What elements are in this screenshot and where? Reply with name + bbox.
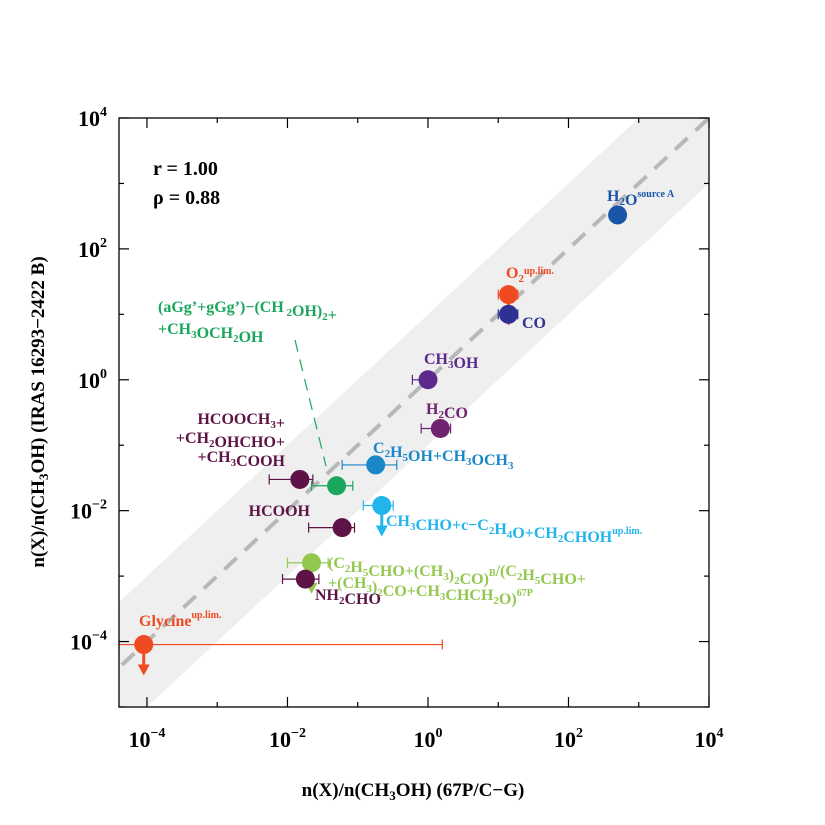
stat-r: r = 1.00: [153, 158, 218, 180]
marker: [327, 476, 347, 496]
y-tick-label: 10−2: [70, 498, 107, 524]
upper-limit-arrowhead: [375, 525, 388, 537]
marker: [366, 455, 386, 475]
marker: [295, 569, 315, 589]
point-label-glycine: Glycineup.lim.: [139, 610, 222, 630]
point-label-propanal: (C2H5CHO+(CH3)2CO)B/(C2H5CHO+: [328, 555, 586, 588]
data-point-ch3cho: [362, 495, 394, 537]
data-point-h2o: [608, 205, 628, 225]
point-label-c2h5oh: C2H5OH+CH3OCH3: [373, 440, 514, 472]
x-tick-label: 102: [554, 726, 583, 752]
marker: [332, 518, 352, 538]
y-axis-title: n(X)/n(CH3OH) (IRAS 16293−2422 B): [28, 256, 51, 567]
one-to-one-line: [119, 118, 709, 671]
x-tick-label: 100: [413, 726, 442, 752]
y-tick-label: 102: [78, 236, 107, 262]
point-label-ch3oh: CH3OH: [424, 351, 479, 372]
point-label-hcooch3: +CH3COOH: [197, 449, 285, 470]
plot-frame: [118, 117, 710, 708]
point-label-hcooh: HCOOH: [249, 503, 311, 520]
point-label-ch3cho: CH3CHO+c−C2H4O+CH2CHOHup.lim.: [386, 513, 643, 546]
data-point-ch3oh: [411, 370, 438, 390]
x-axis-title: n(X)/n(CH3OH) (67P/C−G): [302, 780, 525, 803]
marker: [134, 635, 154, 655]
data-point-glycine: [118, 635, 443, 676]
y-tick-label: 104: [78, 105, 107, 131]
point-label-hcooch3: +CH2OHCHO+: [176, 430, 285, 451]
y-tick-label: 10−4: [70, 629, 107, 655]
point-label-glycol: (aGg’+gGg’)−(CH 2OH)2+: [158, 299, 337, 324]
point-label-co: CO: [522, 315, 546, 332]
point-label-o2: O2up.lim.: [506, 265, 554, 285]
data-point-nh2cho: [281, 569, 320, 589]
marker: [302, 553, 322, 573]
marker: [372, 495, 392, 515]
marker: [418, 370, 438, 390]
x-tick-label: 104: [695, 726, 724, 752]
marker: [608, 205, 628, 225]
marker: [499, 304, 519, 324]
x-tick-label: 10−4: [128, 726, 165, 752]
x-tick-label: 10−2: [269, 726, 306, 752]
point-label-nh2cho: NH2CHO: [315, 587, 381, 608]
marker: [430, 419, 450, 439]
marker: [499, 285, 519, 305]
point-label-propanal: +(CH3)2CO+CH3CHCH2O)67P: [328, 575, 533, 608]
leader-line: [294, 339, 327, 467]
data-point-co: [497, 304, 519, 324]
data-point-hcooh: [308, 518, 356, 538]
point-label-h2o: H2Osource A: [607, 188, 675, 209]
data-point-h2co: [420, 419, 452, 439]
marker: [290, 469, 310, 489]
point-label-hcooch3: HCOOCH3+: [197, 411, 285, 432]
stat-rho: ρ = 0.88: [153, 187, 220, 209]
data-point-hcooch3: [268, 469, 314, 489]
data-point-c2h5oh: [341, 455, 398, 475]
point-label-glycol: +CH3OCH2OH: [158, 321, 264, 346]
upper-limit-arrowhead: [137, 664, 150, 676]
data-point-glycol: [310, 476, 354, 496]
y-tick-label: 100: [78, 367, 107, 393]
point-label-h2co: H2CO: [426, 401, 468, 422]
